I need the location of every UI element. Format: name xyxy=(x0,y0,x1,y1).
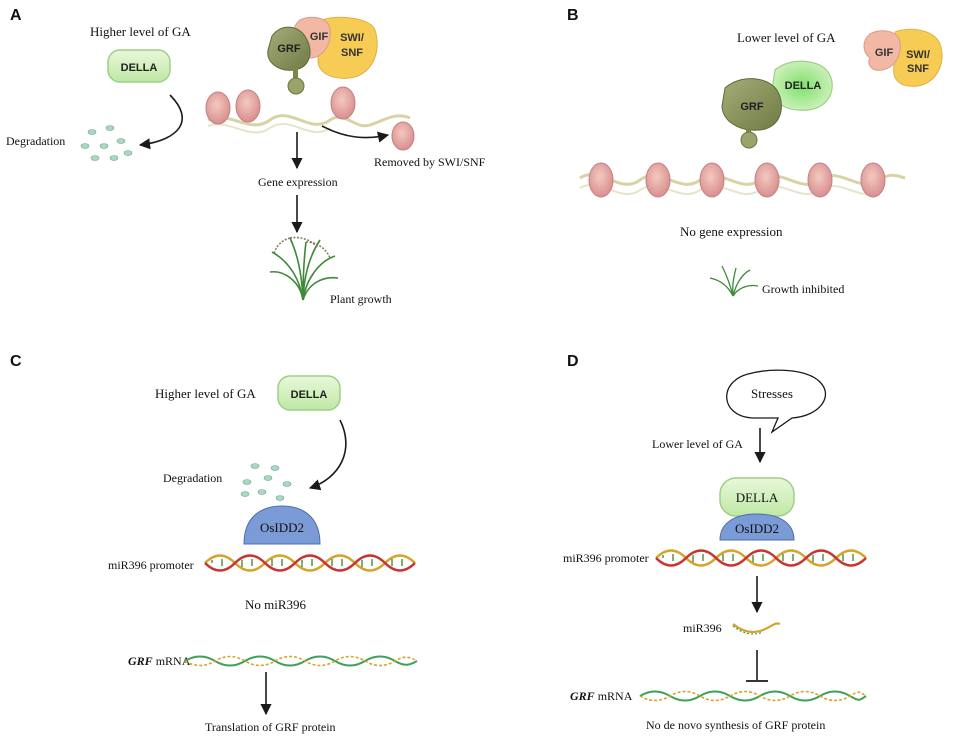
panel-a-degradation-label: Degradation xyxy=(6,134,65,148)
panel-a-ga-label: Higher level of GA xyxy=(90,24,191,39)
panel-a-swi-label-2: SNF xyxy=(341,47,363,59)
panel-c-no-mir-label: No miR396 xyxy=(245,597,307,612)
panel-c-osidd2-label: OsIDD2 xyxy=(260,520,304,535)
panel-d-mir-strand xyxy=(732,622,781,634)
panel-b-small-plant-icon xyxy=(709,265,759,297)
nucleosome xyxy=(699,162,725,198)
panel-a-letter: A xyxy=(10,7,22,24)
panel-a-swi-snf-complex: SWI/ SNF xyxy=(317,16,378,79)
panel-d-osidd2-protein: OsIDD2 xyxy=(719,513,795,541)
panel-a-della-label: DELLA xyxy=(121,62,158,74)
panel-a-removed-label: Removed by SWI/SNF xyxy=(374,155,486,169)
panel-c-grf-italic: GRF xyxy=(128,654,153,668)
panel-c: C Higher level of GA DELLA Degradation O… xyxy=(10,353,418,734)
panel-d-grf-mrna-strand xyxy=(639,690,867,702)
panel-c-degradation-arrow xyxy=(308,419,347,491)
panel-a-removed-nucleosome xyxy=(391,121,415,151)
nucleosome xyxy=(645,162,671,198)
panel-b-gif-protein: GIF xyxy=(863,30,901,71)
panel-a-removal-arrow xyxy=(321,125,390,143)
panel-d-grf-mrna-label: GRF mRNA xyxy=(570,689,633,703)
panel-a-gif-label: GIF xyxy=(310,31,329,43)
panel-b-swi-label-2: SNF xyxy=(907,63,929,75)
panel-b-letter: B xyxy=(567,7,579,24)
panel-d-promoter-dna xyxy=(655,549,867,567)
panel-d-della-protein: DELLA xyxy=(719,477,795,517)
panel-b-no-expression-label: No gene expression xyxy=(680,224,783,239)
nucleosome xyxy=(330,86,356,120)
panel-d-ga-label: Lower level of GA xyxy=(652,437,743,451)
panel-c-osidd2-protein: OsIDD2 xyxy=(243,505,321,545)
panel-b-della-label: DELLA xyxy=(785,80,822,92)
panel-a-chromatin xyxy=(205,86,411,134)
panel-a-plant-growth-label: Plant growth xyxy=(330,292,392,306)
panel-c-translation-label: Translation of GRF protein xyxy=(205,720,336,734)
panel-d-mir-strand-accent xyxy=(732,625,764,635)
nucleosome xyxy=(205,91,231,125)
panel-a-grf-protein: GRF xyxy=(267,26,311,95)
panel-c-promoter-dna xyxy=(204,554,416,572)
panel-d-promoter-label: miR396 promoter xyxy=(563,551,649,565)
panel-d-stresses-bubble: Stresses xyxy=(726,369,826,434)
panel-b-grf-protein: GRF xyxy=(721,78,782,149)
panel-c-della-label: DELLA xyxy=(291,389,328,401)
panel-d-stresses-label: Stresses xyxy=(751,386,793,401)
panel-c-promoter-label: miR396 promoter xyxy=(108,558,194,572)
panel-c-degradation-label: Degradation xyxy=(163,471,222,485)
panel-c-della-box: DELLA xyxy=(277,375,341,411)
panel-a-degraded-particles xyxy=(80,125,133,161)
panel-a-grf-label: GRF xyxy=(277,43,301,55)
panel-b-swi-label-1: SWI/ xyxy=(906,49,930,61)
panel-c-grf-mrna-label: GRF mRNA xyxy=(128,654,191,668)
panel-b-swi-snf-complex: SWI/ SNF xyxy=(893,28,943,87)
nucleosome xyxy=(588,162,614,198)
panel-b-della-protein: DELLA xyxy=(771,60,833,111)
nucleosome xyxy=(860,162,886,198)
panel-c-ga-label: Higher level of GA xyxy=(155,386,256,401)
panel-d-letter: D xyxy=(567,353,579,370)
panel-a-della-box: DELLA xyxy=(107,49,171,83)
panel-d-no-synthesis-label: No de novo synthesis of GRF protein xyxy=(646,718,825,732)
panel-b-grf-label: GRF xyxy=(740,101,764,113)
panel-d-della-label: DELLA xyxy=(736,490,779,505)
panel-c-degraded-particles xyxy=(240,463,292,501)
panel-d-grf-italic: GRF xyxy=(570,689,595,703)
panel-d-mrna-text: mRNA xyxy=(595,689,633,703)
panel-b-gif-label: GIF xyxy=(875,47,894,59)
panel-a: A Higher level of GA DELLA Degradation S… xyxy=(6,7,486,306)
nucleosome xyxy=(807,162,833,198)
panel-b-chromatin xyxy=(579,162,906,198)
panel-b-growth-inhibited-label: Growth inhibited xyxy=(762,282,844,296)
nucleosome xyxy=(235,89,261,123)
panel-b-ga-label: Lower level of GA xyxy=(737,30,836,45)
panel-a-plant-icon xyxy=(269,236,339,301)
panel-d-osidd2-label: OsIDD2 xyxy=(735,521,779,536)
panel-c-letter: C xyxy=(10,353,22,370)
panel-d: D Stresses Lower level of GA DELLA OsIDD… xyxy=(563,353,867,732)
panel-c-grf-mrna-strand xyxy=(184,655,418,667)
panel-a-degradation-arrow xyxy=(138,94,183,150)
nucleosome xyxy=(754,162,780,198)
panel-a-gene-expression-label: Gene expression xyxy=(258,175,338,189)
panel-d-mir-label: miR396 xyxy=(683,621,722,635)
panel-c-mrna-text: mRNA xyxy=(153,654,191,668)
panel-a-swi-label-1: SWI/ xyxy=(340,32,364,44)
panel-b: B Lower level of GA SWI/ SNF GIF DELLA G… xyxy=(567,7,943,297)
